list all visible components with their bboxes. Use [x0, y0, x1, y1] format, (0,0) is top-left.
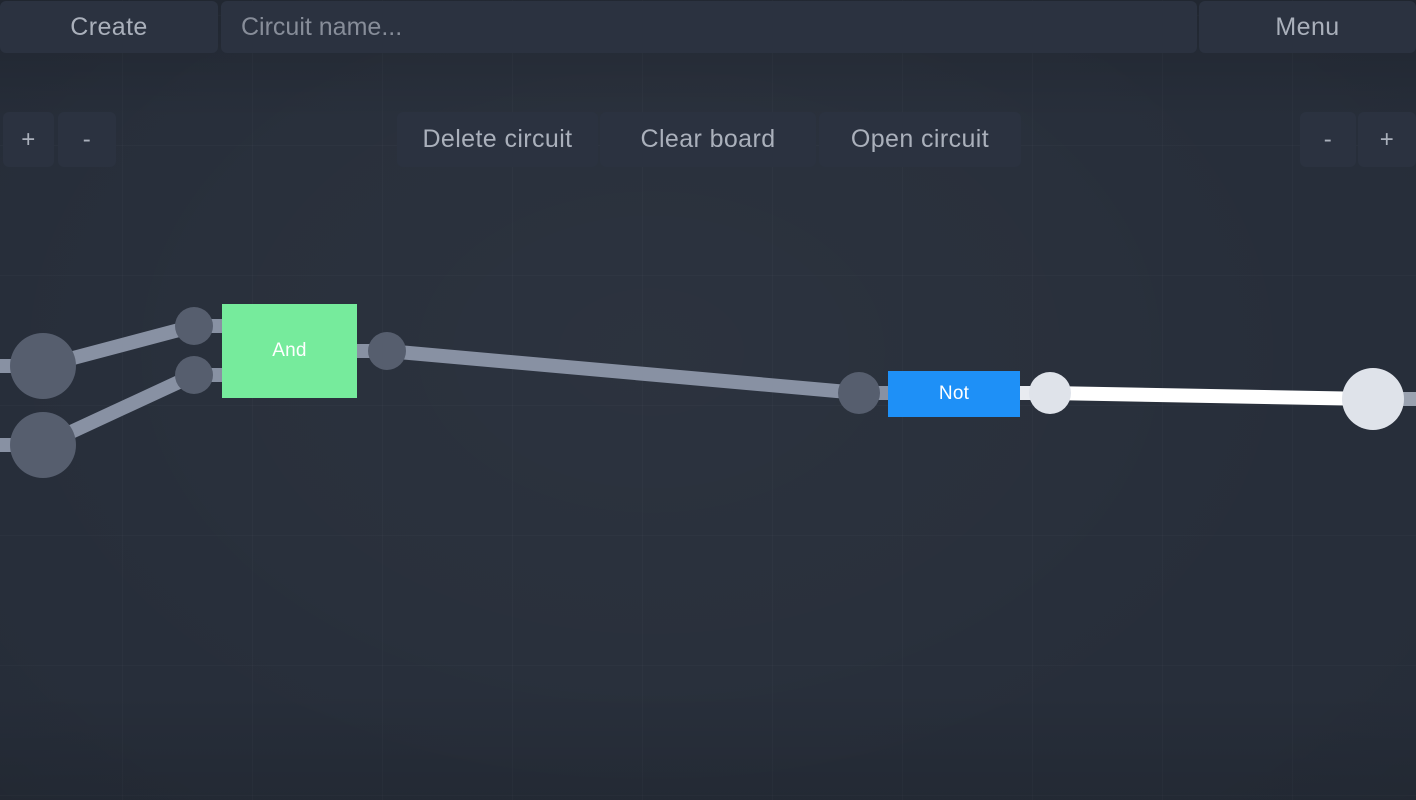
open-circuit-button[interactable]: Open circuit — [819, 112, 1021, 167]
clear-board-button[interactable]: Clear board — [600, 112, 816, 167]
circuit-node-not-in[interactable] — [838, 372, 880, 414]
secondary-toolbar: + - Delete circuit Clear board Open circ… — [0, 55, 1416, 167]
gate-not-1[interactable]: Not — [888, 371, 1020, 417]
gate-palette-toolbar: And Not Nand Test — [0, 740, 1416, 798]
top-toolbar: Create Menu — [0, 0, 1416, 53]
create-button[interactable]: Create — [0, 1, 218, 53]
zoom-in-right-button[interactable]: + — [1358, 112, 1416, 167]
gate-and-1[interactable]: And — [222, 304, 357, 398]
menu-button[interactable]: Menu — [1199, 1, 1416, 53]
circuit-name-input[interactable] — [221, 1, 1197, 53]
circuit-node-and-in-1[interactable] — [175, 307, 213, 345]
circuit-node-and-out[interactable] — [368, 332, 406, 370]
zoom-in-left-button[interactable]: + — [3, 112, 54, 167]
circuit-node-in-a[interactable] — [10, 333, 76, 399]
zoom-out-left-button[interactable]: - — [58, 112, 116, 167]
delete-circuit-button[interactable]: Delete circuit — [397, 112, 598, 167]
wire[interactable] — [386, 344, 860, 400]
wire[interactable] — [1049, 386, 1374, 406]
circuit-node-and-in-2[interactable] — [175, 356, 213, 394]
zoom-out-right-button[interactable]: - — [1300, 112, 1356, 167]
circuit-node-not-out[interactable] — [1029, 372, 1071, 414]
circuit-node-out-q[interactable] — [1342, 368, 1404, 430]
circuit-node-in-b[interactable] — [10, 412, 76, 478]
